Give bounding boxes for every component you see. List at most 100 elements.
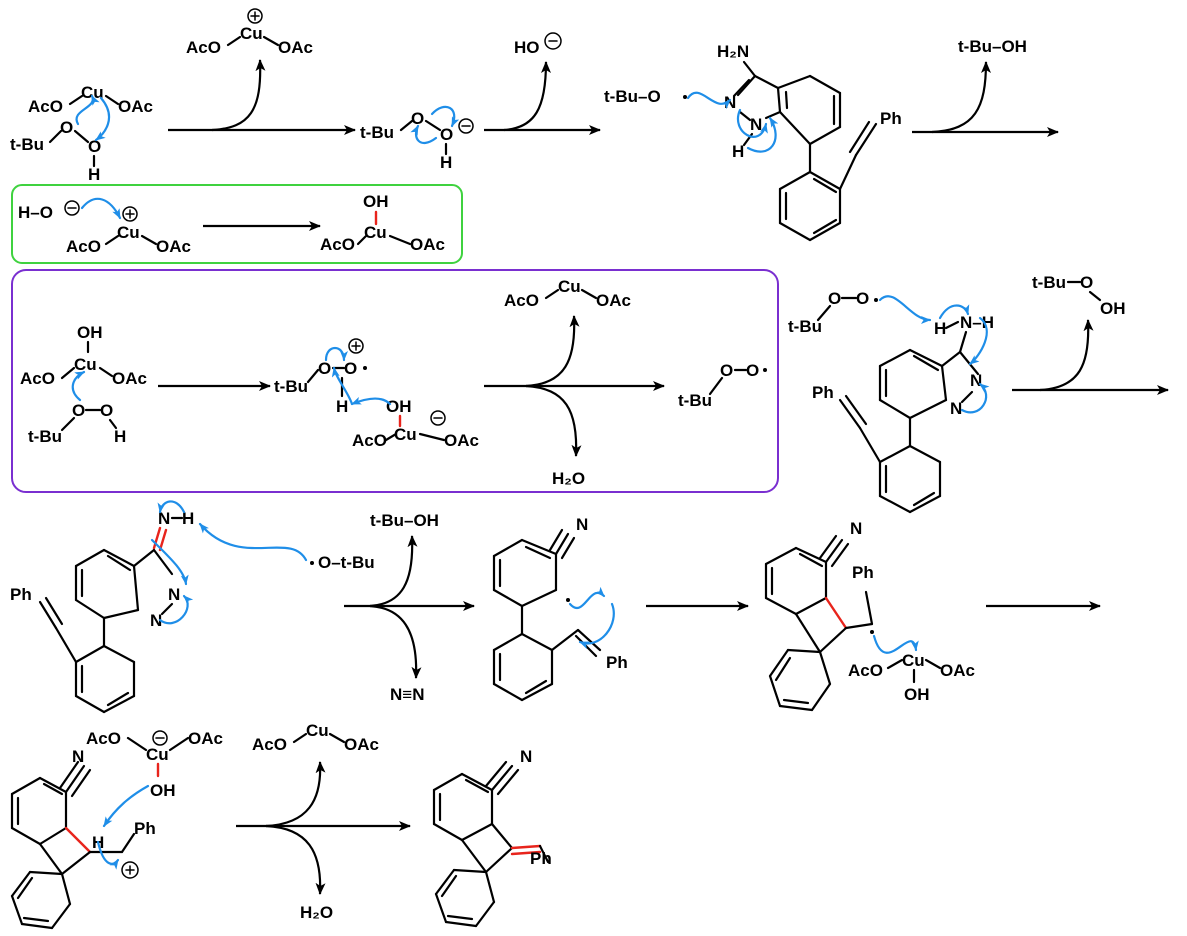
hydroxide-attacks-cu: H–O AcO Cu OAc (18, 197, 191, 256)
svg-text:H–O: H–O (18, 203, 53, 222)
svg-text:OAc: OAc (188, 729, 223, 748)
svg-text:t-Bu: t-Bu (678, 391, 712, 410)
svg-text:t-Bu: t-Bu (10, 135, 44, 154)
svg-text:H: H (934, 319, 946, 338)
svg-text:AcO: AcO (28, 97, 63, 116)
svg-text:O: O (440, 125, 453, 144)
svg-text:OAc: OAc (118, 97, 153, 116)
arrow-step-5 (344, 535, 475, 679)
svg-text:AcO: AcO (848, 661, 883, 680)
arrow-step-8 (236, 761, 411, 895)
svg-text:N: N (576, 515, 588, 534)
benzylidene-fluorene-nitrile-product: N Ph (432, 747, 552, 928)
tbuoh-product-2: t-Bu–OH (370, 511, 439, 530)
svg-text:H: H (182, 509, 194, 528)
svg-text:O: O (100, 401, 113, 420)
svg-text:O: O (72, 401, 85, 420)
svg-text:t-Bu: t-Bu (788, 317, 822, 336)
svg-text:H: H (114, 427, 126, 446)
svg-text:Cu: Cu (146, 745, 169, 764)
svg-text:t-Bu: t-Bu (1032, 273, 1066, 292)
svg-text:N: N (168, 585, 180, 604)
cu-oh-tbuooh-complex: OH AcO Cu OAc O O t-Bu H (20, 323, 147, 446)
svg-text:N: N (970, 371, 982, 390)
radical-attack-on-aminoindazole: O O t-Bu H N–H N N Ph (788, 289, 994, 514)
cu-oac2-tbuooh-complex: AcO Cu OAc t-Bu O O H (10, 83, 153, 184)
svg-text:t-Bu: t-Bu (28, 427, 62, 446)
svg-text:AcO: AcO (86, 729, 121, 748)
svg-text:t-Bu–O: t-Bu–O (604, 87, 661, 106)
svg-text:OAc: OAc (278, 38, 313, 57)
svg-text:OH: OH (386, 397, 412, 416)
arrow-step-4 (1012, 319, 1169, 395)
svg-text:Cu: Cu (117, 223, 140, 242)
svg-text:H: H (732, 142, 744, 161)
svg-text:N: N (72, 747, 84, 766)
svg-text:N: N (158, 509, 170, 528)
dinitrogen-product: N≡N (390, 685, 424, 704)
svg-text:Ph: Ph (880, 109, 902, 128)
fluorenyl-cation-cu-complex: N H Ph AcO Cu OAc OH (10, 729, 223, 930)
arrow-purple-2 (484, 315, 665, 457)
svg-text:Cu: Cu (558, 277, 581, 296)
svg-text:t-Bu–OH: t-Bu–OH (958, 37, 1027, 56)
svg-text:OH: OH (1100, 299, 1126, 318)
svg-text:AcO: AcO (186, 38, 221, 57)
arrow-step-2 (484, 61, 601, 135)
iminyl-to-nitrile-radical: N Ph (492, 515, 628, 702)
svg-text:t-Bu: t-Bu (360, 123, 394, 142)
svg-text:Cu: Cu (364, 223, 387, 242)
svg-text:O: O (828, 289, 841, 308)
svg-text:AcO: AcO (252, 735, 287, 754)
svg-text:O–t-Bu: O–t-Bu (318, 553, 375, 572)
svg-text:H: H (440, 153, 452, 172)
svg-text:Cu: Cu (74, 355, 97, 374)
svg-text:Ph: Ph (852, 563, 874, 582)
svg-text:O: O (60, 118, 73, 137)
svg-text:N≡N: N≡N (390, 685, 424, 704)
svg-text:Cu: Cu (240, 24, 263, 43)
svg-text:Cu: Cu (902, 651, 925, 670)
svg-text:H: H (88, 165, 100, 184)
peroxyl-radical-box (11, 269, 779, 493)
arrow-step-1 (168, 59, 356, 135)
svg-text:H₂N: H₂N (717, 42, 749, 61)
svg-text:H₂O: H₂O (300, 903, 333, 922)
svg-text:H₂O: H₂O (552, 469, 585, 488)
tbuooh-product: t-Bu O OH (1032, 273, 1126, 318)
svg-text:O: O (720, 361, 733, 380)
svg-text:Ph: Ph (812, 383, 834, 402)
svg-text:OH: OH (77, 323, 103, 342)
svg-text:t-Bu–OH: t-Bu–OH (370, 511, 439, 530)
svg-text:AcO: AcO (66, 237, 101, 256)
svg-text:O: O (856, 289, 869, 308)
cu-oxonium-intermediate: t-Bu O O H OH AcO Cu OAc (274, 338, 479, 450)
svg-text:Ph: Ph (530, 849, 552, 868)
svg-text:N–H: N–H (960, 313, 994, 332)
svg-text:O: O (318, 359, 331, 378)
cu-oh-oac2: OH AcO Cu OAc (320, 192, 445, 254)
svg-text:OAc: OAc (596, 291, 631, 310)
svg-text:Ph: Ph (134, 819, 156, 838)
svg-text:O: O (344, 359, 357, 378)
svg-text:AcO: AcO (504, 291, 539, 310)
svg-text:AcO: AcO (320, 235, 355, 254)
svg-text:Ph: Ph (10, 585, 32, 604)
water-product-2: H₂O (300, 903, 333, 922)
svg-text:OAc: OAc (444, 431, 479, 450)
svg-text:HO: HO (514, 38, 540, 57)
svg-text:AcO: AcO (20, 369, 55, 388)
svg-text:N: N (750, 115, 762, 134)
svg-text:N: N (520, 747, 532, 766)
svg-text:AcO: AcO (352, 431, 387, 450)
svg-text:OAc: OAc (940, 661, 975, 680)
svg-text:OAc: OAc (344, 735, 379, 754)
svg-text:Cu: Cu (394, 425, 417, 444)
svg-text:Cu: Cu (306, 721, 329, 740)
svg-text:N: N (950, 399, 962, 418)
svg-text:OH: OH (363, 192, 389, 211)
hydroxide-product: HO (514, 32, 562, 57)
svg-text:OAc: OAc (112, 369, 147, 388)
svg-text:O: O (88, 137, 101, 156)
